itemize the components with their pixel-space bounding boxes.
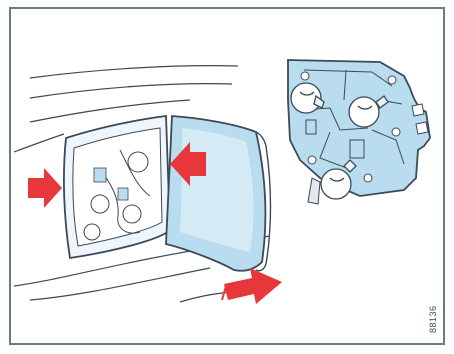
reference-code: 88136 xyxy=(428,296,446,342)
lamp-cover-lid xyxy=(166,116,271,271)
lamp-housing-opening xyxy=(64,116,170,258)
